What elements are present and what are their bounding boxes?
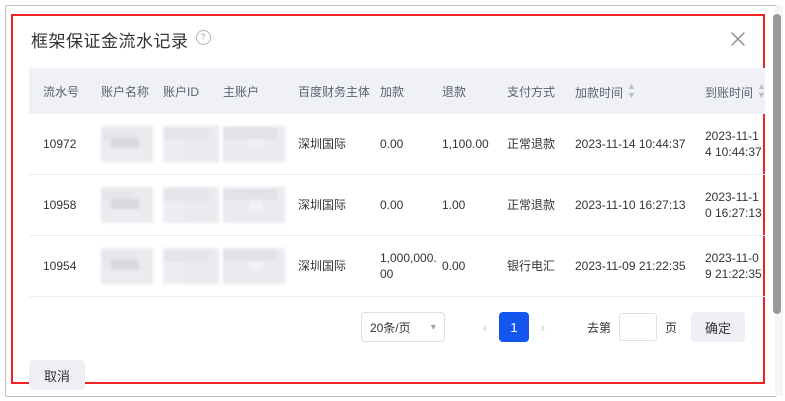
table-row[interactable]: 10954 [29, 235, 765, 297]
cell-entity: 深圳国际 [298, 235, 380, 297]
cell-add-amount: 0.00 [380, 114, 442, 175]
jump-to-label: 去第 [586, 320, 611, 335]
cell-pay-method: 正常退款 [507, 174, 575, 236]
cell-serial: 10958 [29, 174, 101, 236]
page-size-select[interactable]: 20条/页 ▾ [360, 312, 445, 342]
column-header-account-name[interactable]: 账户名称 [101, 68, 163, 114]
cell-entity: 深圳国际 [298, 114, 380, 175]
page-scrollbar-track[interactable] [773, 6, 783, 396]
cell-refund-amount: 1.00 [442, 174, 507, 236]
cell-arrive-time: 2023-11-09 21:22:35 [705, 235, 765, 297]
column-header-account-id[interactable]: 账户ID [163, 68, 223, 114]
cell-account-id-redacted [163, 174, 223, 236]
table-header: 流水号 账户名称 账户ID 主账户 [29, 68, 766, 114]
redacted-mosaic [163, 126, 219, 162]
table-row[interactable]: 10972 [29, 114, 765, 175]
cell-account-name-redacted [101, 114, 163, 175]
jump-unit-label: 页 [664, 320, 677, 335]
column-header-pay-method[interactable]: 支付方式 [507, 68, 575, 114]
column-header-main-account[interactable]: 主账户 [223, 68, 298, 114]
close-icon[interactable] [727, 28, 749, 50]
prev-page-button[interactable]: ‹ [482, 319, 488, 335]
page-title: 框架保证金流水记录 [31, 31, 189, 51]
column-header-serial[interactable]: 流水号 [29, 68, 101, 114]
cell-arrive-time: 2023-11-10 16:27:13 [705, 174, 765, 236]
redacted-mosaic [101, 187, 153, 223]
cell-arrive-time: 2023-11-14 10:44:37 [705, 114, 765, 175]
redacted-mosaic [223, 248, 285, 284]
pagination: 20条/页 ▾ ‹ 1 › 去第 页 确定 [360, 312, 745, 342]
cell-refund-amount: 0.00 [442, 235, 507, 297]
sort-arrows-icon[interactable]: ▲▼ [627, 81, 636, 100]
dialog-header: 框架保证金流水记录 ? [13, 16, 763, 62]
cell-main-account-redacted [223, 174, 298, 236]
chevron-down-icon: ▾ [430, 321, 436, 333]
column-header-refund-amount[interactable]: 退款 [442, 68, 507, 114]
column-header-entity[interactable]: 百度财务主体 [298, 68, 380, 114]
column-header-arrive-time[interactable]: 到账时间▲▼ [705, 68, 766, 114]
cell-add-amount: 1,000,000.00 [380, 235, 442, 297]
cell-pay-method: 银行电汇 [507, 235, 575, 297]
cell-serial: 10954 [29, 235, 101, 297]
cell-serial: 10972 [29, 114, 101, 175]
cancel-button[interactable]: 取消 [29, 360, 86, 390]
cell-account-name-redacted [101, 174, 163, 236]
page-size-label: 20条/页 [369, 320, 411, 335]
redacted-mosaic [101, 248, 153, 284]
sort-arrows-icon[interactable]: ▲▼ [757, 81, 766, 100]
table-header-row: 流水号 账户名称 账户ID 主账户 [29, 68, 766, 114]
cell-account-name-redacted [101, 235, 163, 297]
redacted-mosaic [223, 126, 285, 162]
cell-account-id-redacted [163, 235, 223, 297]
cell-add-time: 2023-11-09 21:22:35 [575, 235, 705, 297]
flow-record-table: 流水号 账户名称 账户ID 主账户 [29, 68, 766, 297]
cell-pay-method: 正常退款 [507, 114, 575, 175]
cell-main-account-redacted [223, 114, 298, 175]
cell-entity: 深圳国际 [298, 174, 380, 236]
annotation-highlight-box: 框架保证金流水记录 ? 流水号 账户名称 [11, 14, 766, 390]
table-row[interactable]: 10958 [29, 174, 765, 236]
next-page-button[interactable]: › [540, 319, 546, 335]
column-header-add-time[interactable]: 加款时间▲▼ [575, 68, 705, 114]
redacted-mosaic [163, 248, 219, 284]
cell-add-time: 2023-11-10 16:27:13 [575, 174, 705, 236]
column-header-add-amount[interactable]: 加款 [380, 68, 442, 114]
margin-flow-record-dialog: 框架保证金流水记录 ? 流水号 账户名称 [13, 16, 766, 390]
table-body: 10972 [29, 114, 765, 297]
flow-record-table-wrapper: 流水号 账户名称 账户ID 主账户 [29, 68, 766, 297]
confirm-button[interactable]: 确定 [690, 312, 745, 342]
cell-main-account-redacted [223, 235, 298, 297]
redacted-mosaic [101, 126, 153, 162]
cell-add-amount: 0.00 [380, 174, 442, 236]
cell-refund-amount: 1,100.00 [442, 114, 507, 175]
redacted-mosaic [223, 187, 285, 223]
page-scrollbar-thumb[interactable] [773, 14, 781, 314]
redacted-mosaic [163, 187, 219, 223]
cell-account-id-redacted [163, 114, 223, 175]
jump-page-input[interactable] [618, 313, 657, 341]
question-circle-icon[interactable]: ? [195, 29, 211, 45]
cell-add-time: 2023-11-14 10:44:37 [575, 114, 705, 175]
page-number-1[interactable]: 1 [498, 312, 529, 342]
